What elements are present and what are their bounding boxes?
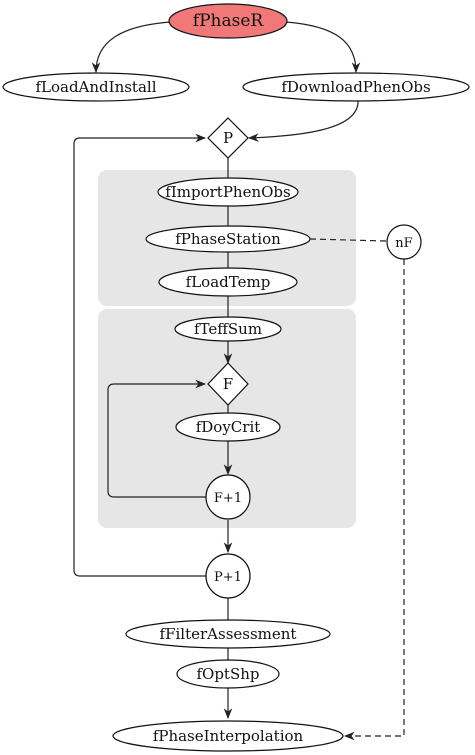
- label-p-plus-1: P+1: [214, 570, 242, 585]
- label-fphaser: fPhaseR: [193, 11, 265, 31]
- edge-loop-f1-f: [107, 379, 207, 498]
- label-f: F: [223, 375, 233, 393]
- node-fteffsum: fTeffSum: [174, 316, 282, 342]
- label-fdoycrit: fDoyCrit: [196, 418, 261, 436]
- label-p: P: [223, 129, 233, 147]
- node-p-diamond: P: [207, 117, 249, 159]
- edge-loop-p1-p: [73, 133, 207, 577]
- node-fdownloadphenobs: fDownloadPhenObs: [242, 72, 470, 102]
- node-foptshp: fOptShp: [176, 659, 280, 689]
- node-floadandinstall: fLoadAndInstall: [2, 72, 190, 102]
- label-foptshp: fOptShp: [196, 665, 259, 683]
- label-nf: nF: [395, 236, 412, 251]
- edge-root-loadandinstall: [91, 21, 171, 74]
- group-panels: [98, 170, 356, 528]
- node-f-plus-1: F+1: [205, 474, 251, 520]
- label-floadtemp: fLoadTemp: [186, 273, 271, 291]
- node-nf: nF: [386, 224, 422, 260]
- edge-station-nf: [309, 238, 387, 242]
- label-fteffsum: fTeffSum: [194, 320, 262, 338]
- nodes: fPhaseR fLoadAndInstall fDownloadPhenObs…: [2, 3, 470, 752]
- label-fphaseinterpolation: fPhaseInterpolation: [153, 727, 304, 745]
- label-fphasestation: fPhaseStation: [175, 230, 281, 248]
- node-fimportphenobs: fImportPhenObs: [157, 177, 299, 207]
- edge-root-downloadphenobs: [285, 21, 361, 74]
- node-fdoycrit: fDoyCrit: [175, 412, 281, 442]
- node-floadtemp: fLoadTemp: [158, 267, 298, 297]
- node-fphasestation: fPhaseStation: [145, 225, 311, 253]
- node-fphaseinterpolation: fPhaseInterpolation: [112, 720, 344, 752]
- label-floadandinstall: fLoadAndInstall: [35, 78, 156, 96]
- label-fimportphenobs: fImportPhenObs: [165, 183, 290, 201]
- node-f-diamond: F: [207, 362, 249, 406]
- node-ffilterassessment: fFilterAssessment: [125, 619, 331, 649]
- edge-download-p: [247, 99, 359, 142]
- edges: [73, 21, 405, 741]
- label-f-plus-1: F+1: [214, 491, 242, 506]
- label-ffilterassessment: fFilterAssessment: [160, 625, 297, 643]
- node-p-plus-1: P+1: [205, 553, 251, 599]
- label-fdownloadphenobs: fDownloadPhenObs: [281, 78, 430, 96]
- node-fphaser: fPhaseR: [168, 3, 288, 39]
